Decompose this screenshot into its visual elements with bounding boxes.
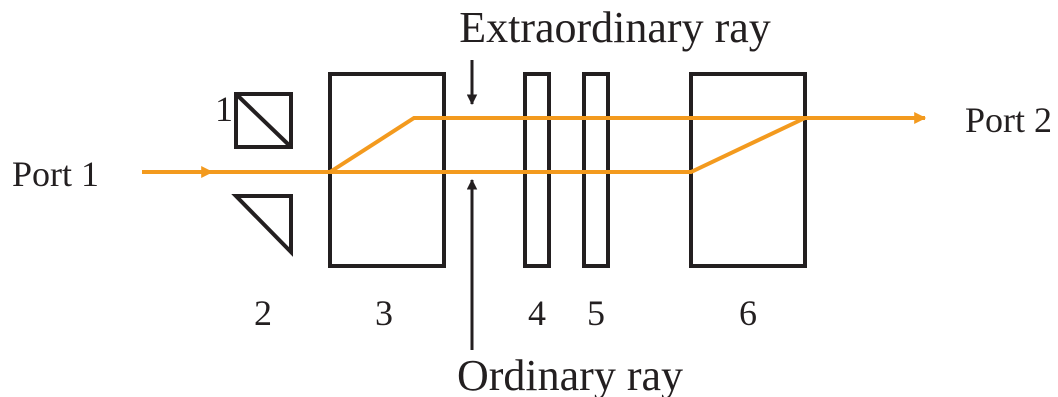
element-1-prism	[234, 92, 293, 149]
ordinary-ray-label: Ordinary ray	[457, 351, 683, 397]
element-1-diagonal	[234, 92, 293, 149]
element-1-number: 1	[215, 89, 233, 129]
element-6-crystal	[689, 72, 807, 268]
element-2-number: 2	[254, 293, 272, 333]
element-5-number: 5	[587, 293, 605, 333]
element-4-number: 4	[528, 293, 546, 333]
port-1-label: Port 1	[12, 154, 99, 194]
ordinary-ray-path	[330, 116, 806, 174]
port-2-label: Port 2	[965, 100, 1052, 140]
extraordinary-ray-label: Extraordinary ray	[459, 3, 771, 52]
extraordinary-ray-path	[328, 116, 805, 174]
element-6-number: 6	[739, 293, 757, 333]
element-2-wedge	[231, 194, 293, 257]
element-3-number: 3	[375, 293, 393, 333]
